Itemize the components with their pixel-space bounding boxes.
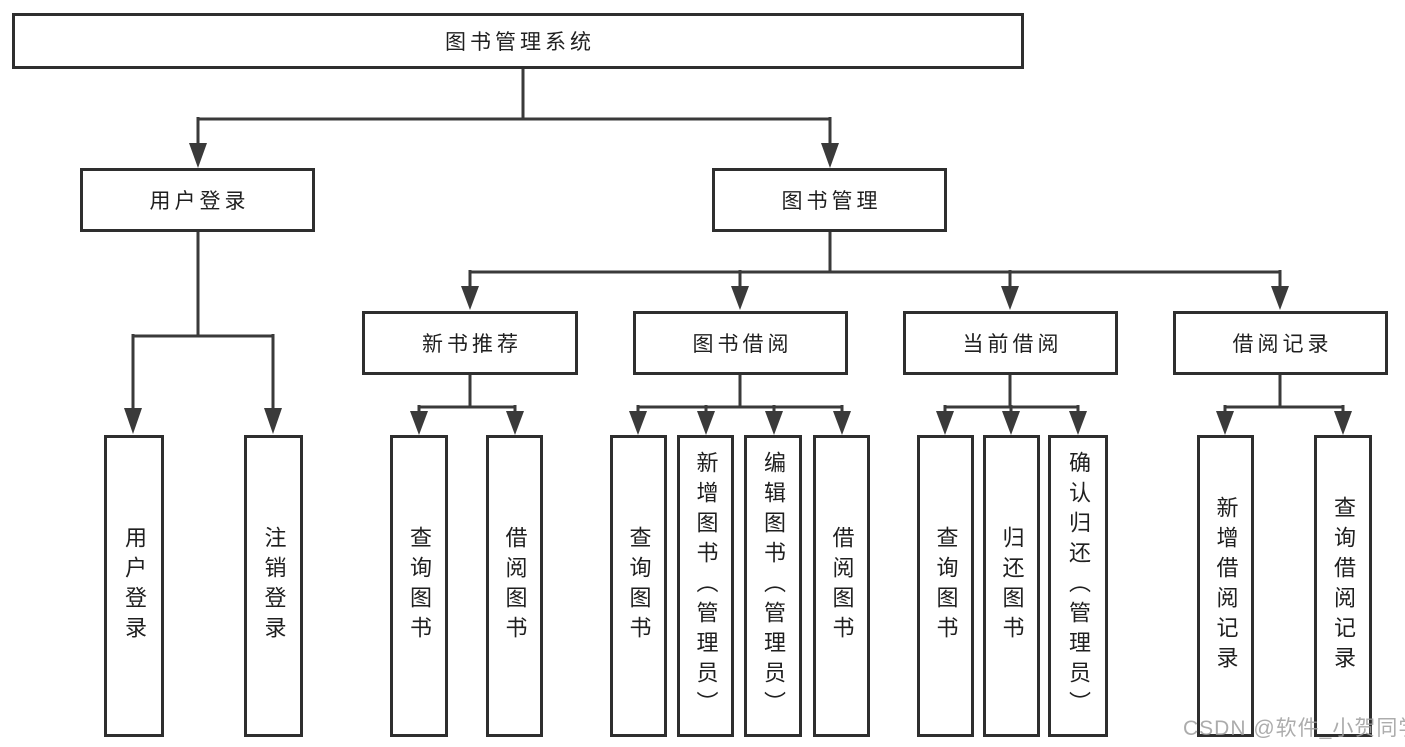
leaf-add-borrow-record: 新增借阅记录: [1197, 435, 1254, 737]
leaf-return-books: 归还图书: [983, 435, 1040, 737]
arrowhead: [765, 411, 783, 435]
arrowhead: [731, 286, 749, 310]
leaf-query-books-3: 查询图书: [917, 435, 974, 737]
arrowhead: [1334, 411, 1352, 435]
arrowheads: [124, 143, 1352, 435]
leaf-user-login-label: 用户登录: [122, 526, 147, 646]
leaf-query-borrow-record: 查询借阅记录: [1314, 435, 1372, 737]
arrowhead: [833, 411, 851, 435]
arrowhead: [1002, 411, 1020, 435]
leaf-confirm-return-admin: 确认归还（管理员）: [1048, 435, 1108, 737]
leaf-borrow-books-2: 借阅图书: [813, 435, 870, 737]
arrowhead: [629, 411, 647, 435]
arrowhead: [697, 411, 715, 435]
node-book-borrow: 图书借阅: [633, 311, 848, 375]
arrowhead: [1216, 411, 1234, 435]
arrowhead: [189, 143, 207, 168]
leaf-edit-books-admin: 编辑图书（管理员）: [744, 435, 802, 737]
leaf-borrow-books-2-label: 借阅图书: [829, 526, 855, 646]
arrowhead: [1069, 411, 1087, 435]
arrowhead: [821, 143, 839, 168]
arrowhead: [936, 411, 954, 435]
leaf-add-books-admin-label: 新增图书（管理员）: [693, 451, 719, 721]
node-user-login: 用户登录: [80, 168, 315, 232]
leaf-borrow-books-1-label: 借阅图书: [502, 526, 528, 646]
arrowhead: [461, 286, 479, 310]
node-borrow-records-label: 借阅记录: [1232, 333, 1333, 356]
leaf-add-books-admin: 新增图书（管理员）: [677, 435, 734, 737]
leaf-query-borrow-record-label: 查询借阅记录: [1331, 496, 1356, 676]
node-new-book-recommend: 新书推荐: [362, 311, 578, 375]
arrowhead: [1271, 286, 1289, 310]
node-book-borrow-label: 图书借阅: [692, 333, 793, 356]
arrowhead: [506, 411, 524, 435]
node-new-book-recommend-label: 新书推荐: [422, 333, 522, 356]
leaf-query-books-1: 查询图书: [390, 435, 448, 737]
arrowhead: [264, 408, 282, 434]
leaf-confirm-return-admin-label: 确认归还（管理员）: [1066, 451, 1091, 721]
leaf-return-books-label: 归还图书: [999, 526, 1025, 646]
node-current-borrow-label: 当前借阅: [962, 333, 1063, 356]
leaf-borrow-books-1: 借阅图书: [486, 435, 543, 737]
node-current-borrow: 当前借阅: [903, 311, 1118, 375]
arrowhead: [124, 408, 142, 434]
node-book-management-label: 图书管理: [781, 190, 882, 213]
leaf-query-books-3-label: 查询图书: [933, 526, 959, 646]
leaf-query-books-2-label: 查询图书: [626, 526, 652, 646]
leaf-logout-label: 注销登录: [261, 526, 287, 646]
node-root-label: 图书管理系统: [445, 31, 595, 54]
leaf-user-login: 用户登录: [104, 435, 164, 737]
node-root: 图书管理系统: [12, 13, 1024, 69]
leaf-logout: 注销登录: [244, 435, 303, 737]
arrowhead: [410, 411, 428, 435]
node-user-login-label: 用户登录: [149, 190, 250, 213]
node-book-management: 图书管理: [712, 168, 947, 232]
leaf-add-borrow-record-label: 新增借阅记录: [1213, 496, 1239, 676]
leaf-query-books-2: 查询图书: [610, 435, 667, 737]
leaf-edit-books-admin-label: 编辑图书（管理员）: [761, 451, 786, 721]
leaf-query-books-1-label: 查询图书: [407, 526, 432, 646]
arrowhead: [1001, 286, 1019, 310]
node-borrow-records: 借阅记录: [1173, 311, 1388, 375]
